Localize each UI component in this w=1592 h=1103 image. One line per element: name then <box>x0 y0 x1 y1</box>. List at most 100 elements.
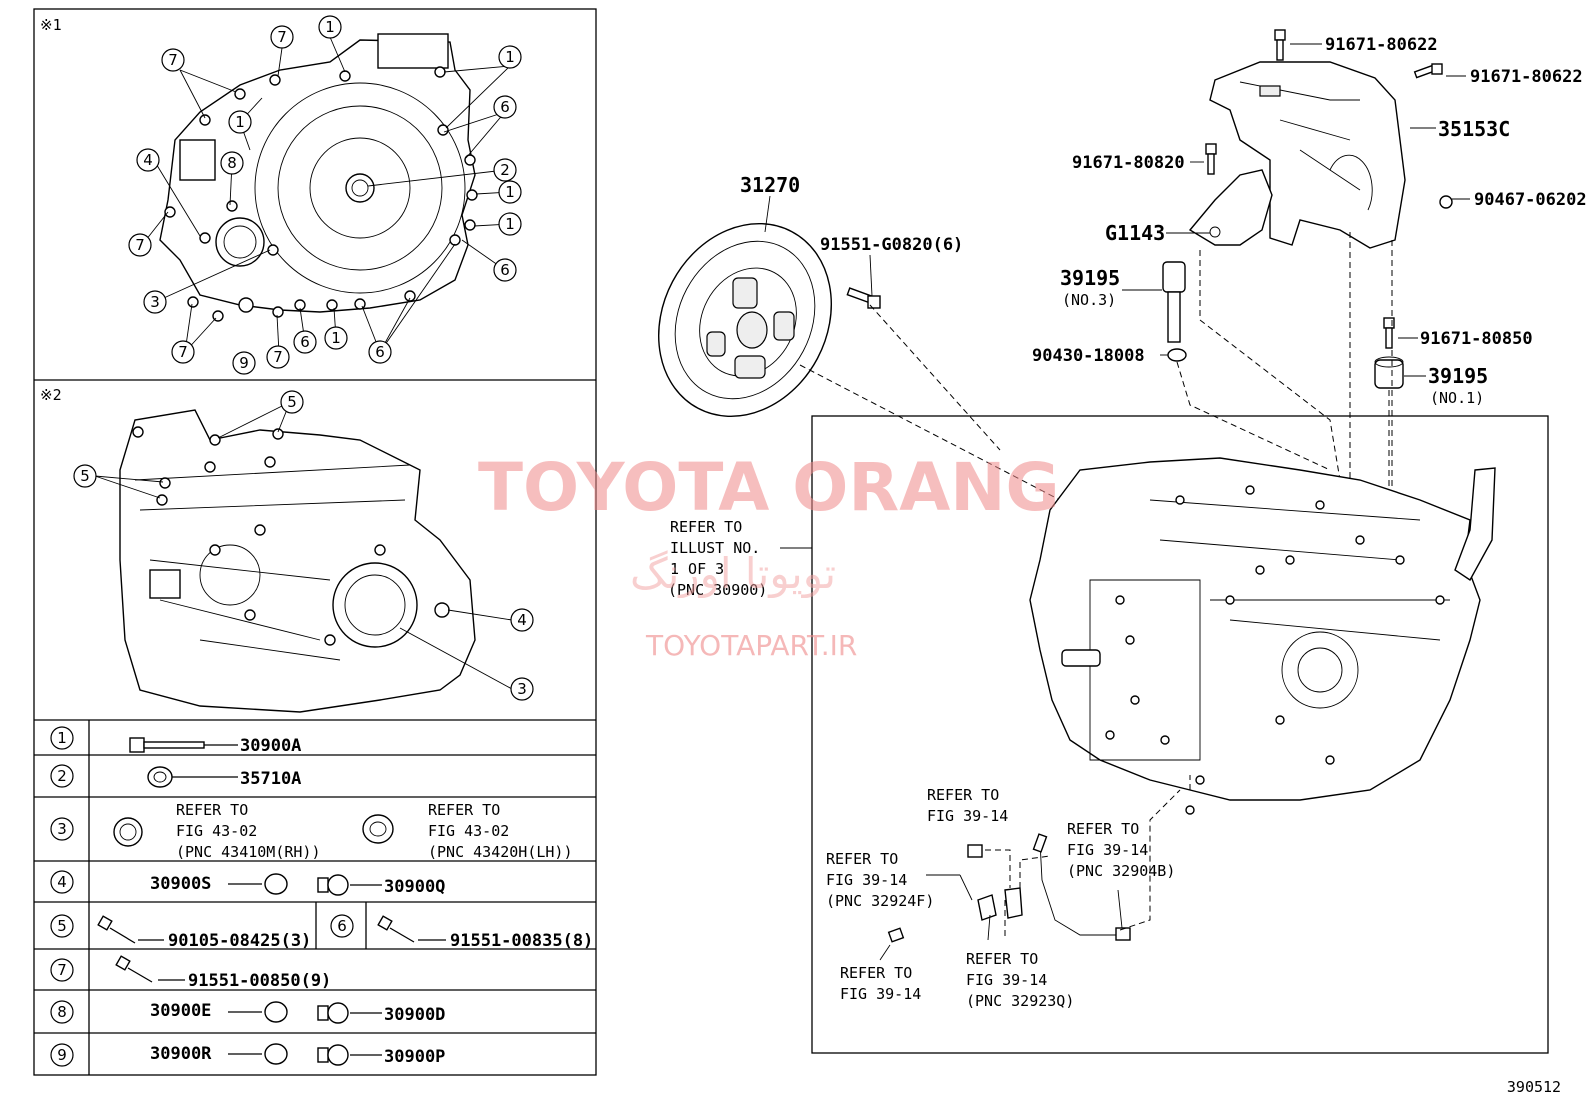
callout-top-8: 2 <box>493 158 517 182</box>
legend-index-4: 4 <box>50 870 74 894</box>
legend-1-part: 30900A <box>240 736 301 756</box>
ref-e-l3: (PNC 32923Q) <box>966 992 1074 1010</box>
callout-top-19-label: 6 <box>375 343 385 361</box>
callout-top-6: 8 <box>220 151 244 175</box>
transmission-drawing <box>1029 457 1496 815</box>
callout-mid-2: 4 <box>510 608 534 632</box>
seal-icon <box>362 814 394 844</box>
callout-top-4-label: 1 <box>505 48 515 66</box>
callout-top-17-label: 6 <box>300 333 310 351</box>
legend-index-7: 7 <box>50 958 74 982</box>
ref-b-l1: REFER TO <box>826 850 898 868</box>
legend-index-2: 2 <box>50 764 74 788</box>
legend-3b-l1: REFER TO <box>428 801 500 819</box>
callout-top-1: 7 <box>270 25 294 49</box>
disc-bolt-number: 91551-G0820(6) <box>820 235 963 255</box>
transaxle-housing-top <box>159 33 478 322</box>
ref-e-l1: REFER TO <box>966 950 1038 968</box>
callout-top-15-label: 9 <box>239 354 249 372</box>
callout-top-11-label: 1 <box>505 215 515 233</box>
callout-top-10-label: 1 <box>505 183 515 201</box>
ref-b-l2: FIG 39-14 <box>826 871 907 889</box>
legend-3b-l2: FIG 43-02 <box>428 822 509 840</box>
refer-illust-l3: 1 OF 3 <box>670 560 724 578</box>
plug-icon <box>264 1001 288 1023</box>
bolt-4-number: 91671-80850 <box>1420 329 1533 349</box>
watermark-url: TOYOTAPART.IR <box>645 629 857 662</box>
refer-illust-l2: ILLUST NO. <box>670 539 760 557</box>
seal-icon <box>113 817 143 847</box>
callout-top-9: 7 <box>128 233 152 257</box>
callout-top-18-label: 1 <box>331 329 341 347</box>
legend-7-part: 91551-00850(9) <box>188 971 331 991</box>
bolt-2-number: 91671-80622 <box>1470 67 1583 87</box>
pin-1-note: (NO.1) <box>1430 389 1484 407</box>
ref-a-l1: REFER TO <box>927 786 999 804</box>
legend-index-9-label: 9 <box>57 1046 67 1064</box>
bolt-icon <box>1383 317 1395 349</box>
legend-index-6-label: 6 <box>337 917 347 935</box>
callout-top-3: 1 <box>228 110 252 134</box>
callout-top-14-label: 7 <box>178 343 188 361</box>
housing-bolts-mid <box>132 426 450 646</box>
pin-1-icon <box>1374 356 1404 389</box>
clutch-disc-number: 31270 <box>740 173 800 197</box>
legend-index-9: 9 <box>50 1043 74 1067</box>
clip-icon <box>1439 195 1453 209</box>
legend-index-6: 6 <box>330 914 354 938</box>
callout-top-10: 1 <box>498 180 522 204</box>
legend-4-part-b: 30900Q <box>384 877 445 897</box>
transaxle-housing-mid <box>119 409 476 713</box>
legend-4-part-a: 30900S <box>150 874 211 894</box>
callout-top-12-label: 6 <box>500 261 510 279</box>
callout-top-1-label: 7 <box>277 28 287 46</box>
callout-top-17: 6 <box>293 330 317 354</box>
legend-6-part: 91551-00835(8) <box>450 931 593 951</box>
legend-8-part-b: 30900D <box>384 1005 445 1025</box>
note-2-label: ※2 <box>40 386 62 404</box>
watermark-brand: TOYOTA ORANG <box>478 449 1060 526</box>
plug-icon <box>264 1043 288 1065</box>
plug-bolt-icon <box>317 1002 349 1024</box>
callout-top-3-label: 1 <box>235 113 245 131</box>
callout-top-14: 7 <box>171 340 195 364</box>
legend-3b-l3: (PNC 43420H(LH)) <box>428 843 573 861</box>
figure-number: 390512 <box>1507 1078 1561 1096</box>
callout-mid-1: 5 <box>73 464 97 488</box>
callout-mid-0-label: 5 <box>287 393 297 411</box>
legend-index-4-label: 4 <box>57 873 67 891</box>
bolt-icon <box>97 915 164 944</box>
callout-top-12: 6 <box>493 258 517 282</box>
ref-c-l3: (PNC 32904B) <box>1067 862 1175 880</box>
clip-number: 90467-06202 <box>1474 190 1587 210</box>
plug-icon <box>264 873 288 895</box>
callout-top-5: 6 <box>493 95 517 119</box>
callout-top-7: 4 <box>136 148 160 172</box>
ref-c-l2: FIG 39-14 <box>1067 841 1148 859</box>
callout-top-4: 1 <box>498 45 522 69</box>
sensor-parts <box>879 775 1191 961</box>
legend-9-part-a: 30900R <box>150 1044 212 1064</box>
legend-index-5: 5 <box>50 914 74 938</box>
note-1-label: ※1 <box>40 16 62 34</box>
watermark-persian: تویوتا اورنگ <box>630 549 836 598</box>
callout-top-13: 3 <box>143 290 167 314</box>
oil-seal-icon <box>147 766 238 788</box>
bolt-icon <box>1274 29 1286 61</box>
legend-index-3: 3 <box>50 817 74 841</box>
transmission-bolts <box>1105 485 1445 815</box>
pin-icon <box>1162 261 1186 343</box>
callout-top-16-label: 7 <box>273 348 283 366</box>
legend-index-3-label: 3 <box>57 820 67 838</box>
legend-index-7-label: 7 <box>57 961 67 979</box>
legend-index-1: 1 <box>50 726 74 750</box>
housing-bolts-top <box>164 66 478 322</box>
callout-top-13-label: 3 <box>150 293 160 311</box>
plug-bolt-icon <box>317 1044 349 1066</box>
callout-top-0-label: 1 <box>325 18 335 36</box>
bolt-icon <box>377 915 446 943</box>
bolt-1-number: 91671-80622 <box>1325 35 1438 55</box>
clutch-disc-drawing <box>658 222 832 418</box>
